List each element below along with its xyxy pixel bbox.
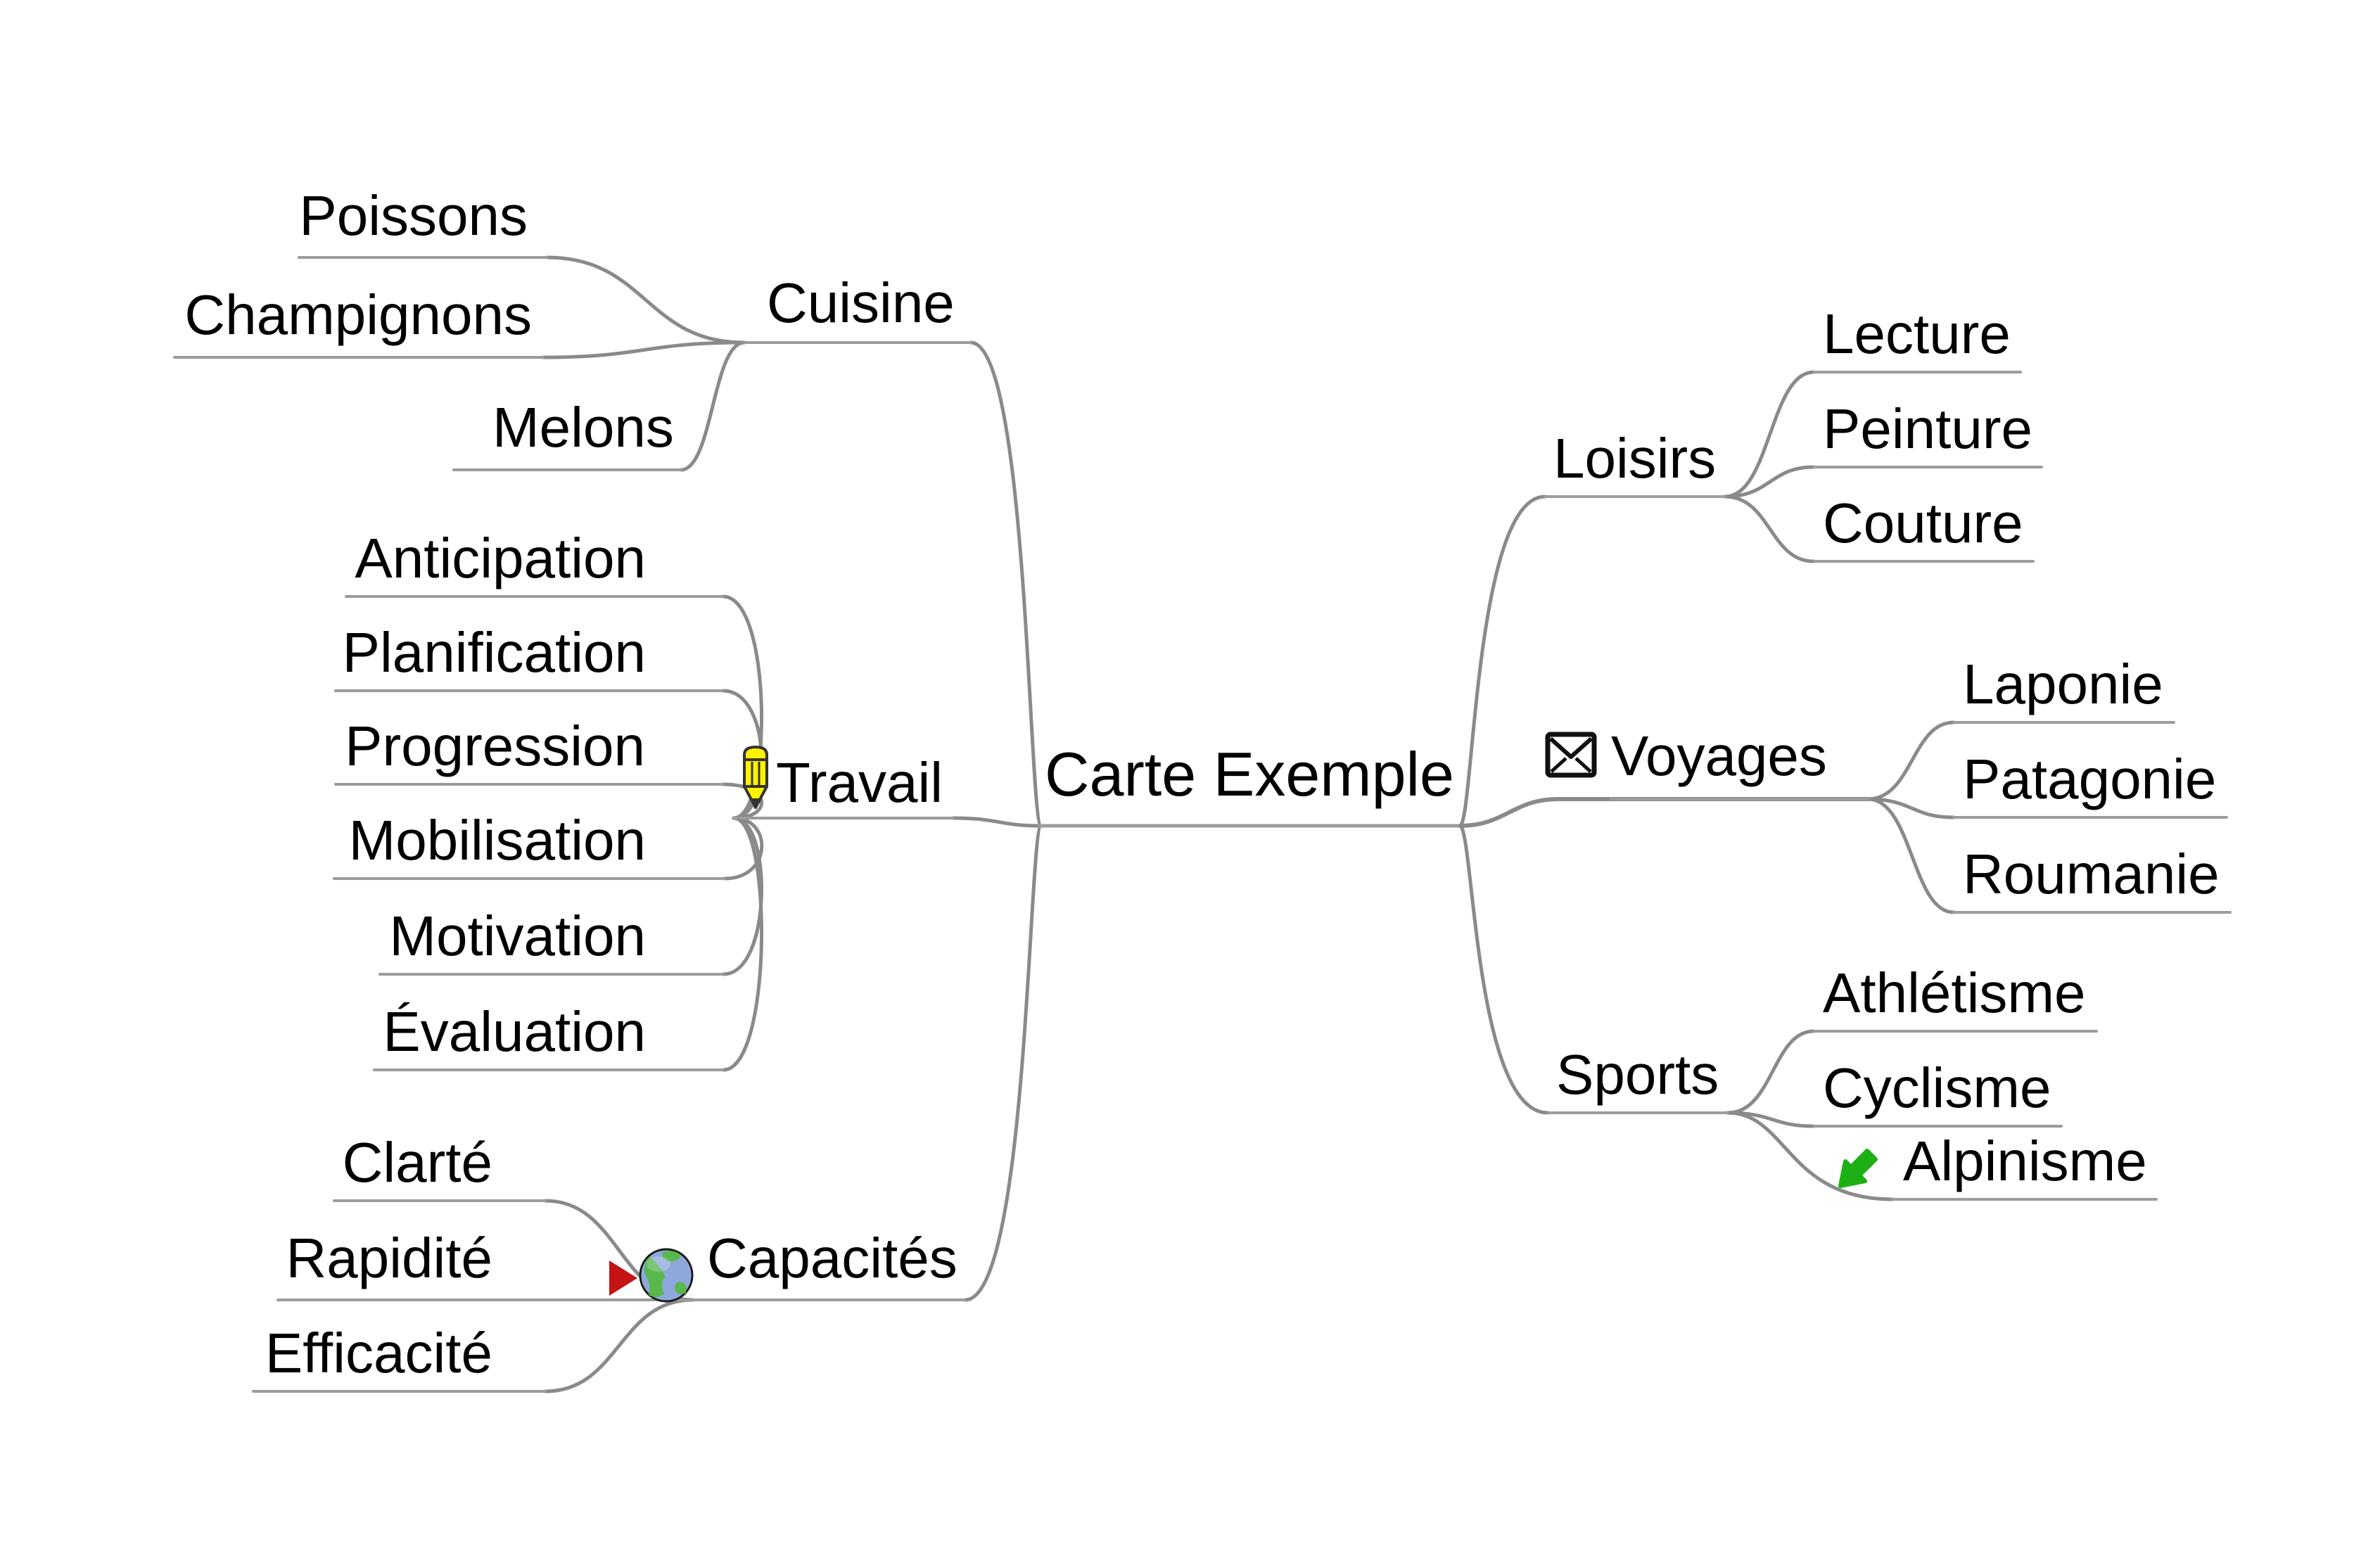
node-voyages[interactable]: Voyages — [1611, 725, 1827, 787]
edges — [541, 255, 1956, 1393]
edge-voyages-roumanie — [1866, 797, 1956, 914]
node-root[interactable]: Carte Exemple — [1045, 739, 1454, 809]
node-champignons[interactable]: Champignons — [184, 283, 532, 346]
node-evaluation[interactable]: Évaluation — [383, 1000, 646, 1063]
node-couture[interactable]: Couture — [1823, 492, 2023, 554]
edge-loisirs-couture — [1723, 495, 1816, 563]
node-anticipation[interactable]: Anticipation — [355, 527, 646, 589]
edge-travail-progression — [721, 782, 763, 820]
edge-cuisine-champignons — [541, 340, 746, 359]
edge-root-capacites — [963, 824, 1043, 1302]
node-athletisme[interactable]: Athlétisme — [1823, 962, 2085, 1024]
node-loisirs[interactable]: Loisirs — [1553, 427, 1716, 490]
node-motivation[interactable]: Motivation — [389, 905, 646, 967]
edge-loisirs-lecture — [1723, 370, 1816, 499]
node-lecture[interactable]: Lecture — [1823, 302, 2011, 365]
node-laponie[interactable]: Laponie — [1963, 653, 2163, 715]
globe-icon — [639, 1248, 694, 1303]
edge-sports-alpinisme — [1726, 1111, 1895, 1201]
node-mobilisation[interactable]: Mobilisation — [349, 809, 646, 872]
green-arrow-icon — [1838, 1149, 1878, 1188]
edge-voyages-laponie — [1866, 720, 1956, 801]
edge-travail-mobilisation — [723, 816, 764, 881]
edge-travail-evaluation — [721, 816, 764, 1072]
node-cyclisme[interactable]: Cyclisme — [1823, 1057, 2051, 1119]
node-poissons[interactable]: Poissons — [299, 184, 528, 247]
node-progression[interactable]: Progression — [345, 715, 645, 777]
edge-sports-athletisme — [1726, 1029, 1816, 1115]
red-arrow-icon — [609, 1261, 637, 1296]
edge-travail-motivation — [721, 816, 764, 976]
edge-loisirs-peinture — [1723, 465, 1816, 499]
node-alpinisme[interactable]: Alpinisme — [1903, 1130, 2147, 1192]
node-planification[interactable]: Planification — [343, 621, 646, 684]
edge-root-cuisine — [969, 340, 1043, 828]
node-labels: Carte Exemple Cuisine Poissons Champigno… — [184, 184, 2219, 1384]
node-sports[interactable]: Sports — [1556, 1043, 1719, 1106]
node-patagonie[interactable]: Patagonie — [1963, 748, 2216, 810]
node-travail[interactable]: Travail — [776, 751, 943, 814]
node-rapidite[interactable]: Rapidité — [286, 1227, 492, 1289]
edge-root-travail — [951, 816, 1043, 828]
edge-travail-anticipation — [721, 594, 764, 820]
node-capacites[interactable]: Capacités — [707, 1227, 957, 1289]
node-melons[interactable]: Melons — [492, 396, 674, 459]
edge-root-voyages — [1458, 797, 1870, 828]
node-clarte[interactable]: Clarté — [343, 1131, 492, 1194]
node-roumanie[interactable]: Roumanie — [1963, 843, 2220, 905]
edge-root-sports — [1458, 824, 1550, 1115]
node-cuisine[interactable]: Cuisine — [767, 272, 955, 334]
node-efficacite[interactable]: Efficacité — [265, 1322, 492, 1384]
node-peinture[interactable]: Peinture — [1823, 397, 2032, 460]
edge-cuisine-poissons — [545, 255, 746, 345]
node-underlines — [173, 256, 2232, 1393]
edge-root-loisirs — [1458, 495, 1547, 828]
edge-voyages-patagonie — [1866, 797, 1956, 819]
edge-capacites-efficacite — [543, 1298, 695, 1393]
edge-cuisine-melons — [679, 340, 746, 472]
envelope-icon — [1545, 732, 1597, 778]
pencil-icon — [743, 746, 768, 809]
